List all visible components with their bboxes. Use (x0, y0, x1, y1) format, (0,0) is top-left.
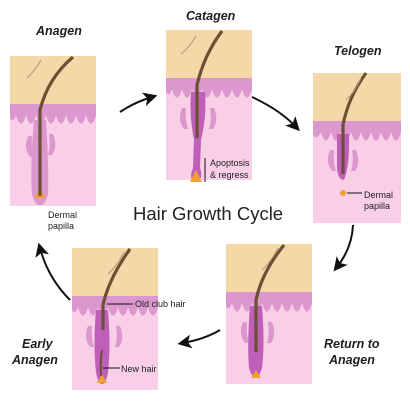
catagen-apoptosis-line2: & regress (210, 170, 249, 180)
arrow-return-to-early (177, 329, 221, 349)
anagen-panel (10, 55, 96, 206)
arrow-early-to-anagen (35, 242, 71, 301)
early-anagen-label-line2: Anagen (11, 353, 58, 367)
early-anagen-panel (72, 248, 158, 390)
return-to-anagen-label-line1: Return to (324, 337, 380, 351)
new-hair-label: New hair (121, 364, 157, 374)
cycle-arrows (35, 92, 354, 349)
early-anagen-label-line1: Early (22, 337, 54, 351)
anagen-label: Anagen (35, 24, 82, 38)
return-to-anagen-label-line2: Anagen (328, 353, 375, 367)
return-to-anagen-panel (226, 243, 312, 384)
arrow-catagen-to-telogen (251, 96, 300, 132)
anagen-dermal-papilla-line1: Dermal (48, 210, 77, 220)
telogen-dermal-papilla-line1: Dermal (364, 190, 393, 200)
catagen-apoptosis-line1: Apoptosis (210, 158, 250, 168)
catagen-label: Catagen (186, 9, 236, 23)
telogen-label: Telogen (334, 44, 382, 58)
catagen-panel (166, 30, 252, 182)
telogen-panel (313, 72, 401, 223)
diagram-title: Hair Growth Cycle (133, 203, 283, 224)
arrow-anagen-to-catagen (119, 92, 158, 113)
arrow-telogen-to-return (333, 224, 354, 272)
telogen-dermal-papilla-line2: papilla (364, 201, 390, 211)
anagen-dermal-papilla-line2: papilla (48, 221, 74, 231)
old-club-hair-label: Old club hair (135, 299, 186, 309)
